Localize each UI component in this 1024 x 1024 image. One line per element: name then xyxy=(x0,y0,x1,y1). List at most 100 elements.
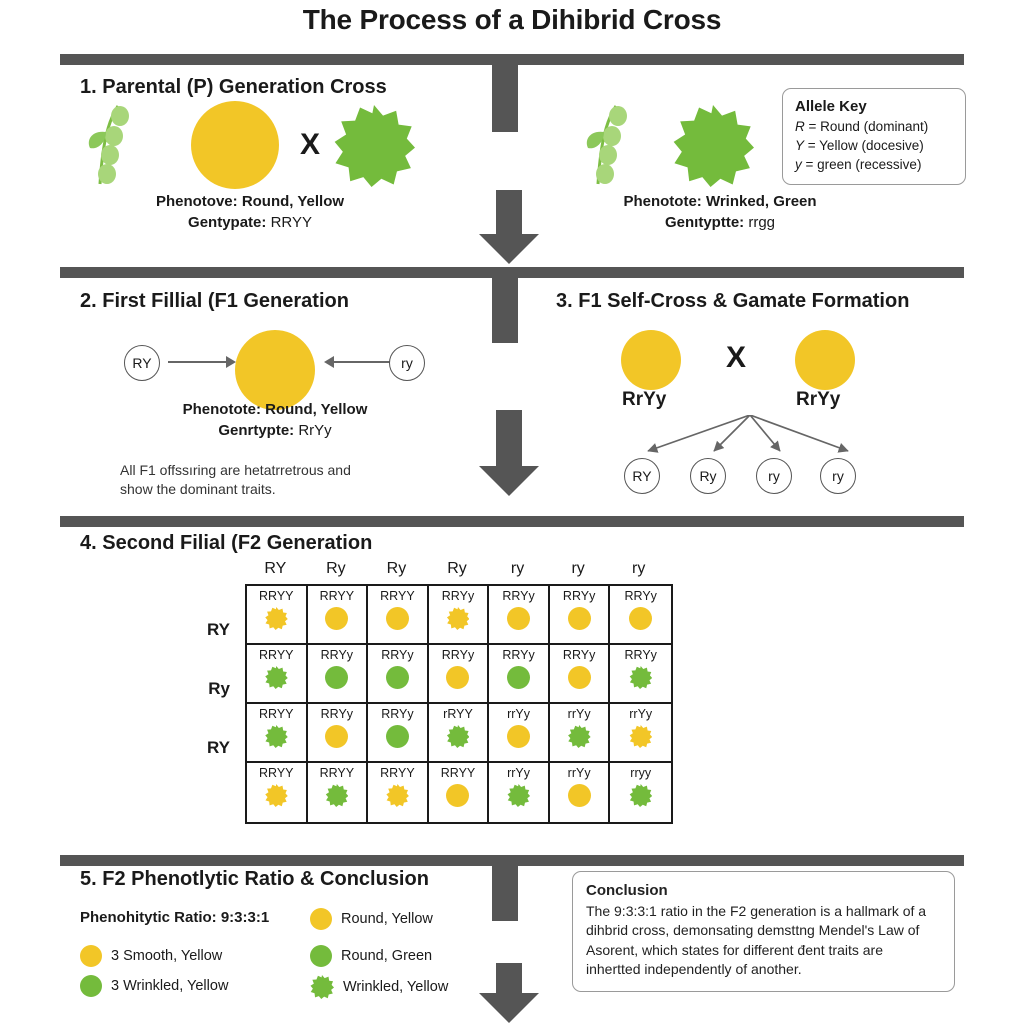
round-seed-icon xyxy=(507,607,531,630)
round-seed-icon xyxy=(446,784,470,807)
p-left-genotype-value: RRYY xyxy=(270,214,312,231)
round-seed-icon xyxy=(507,725,531,748)
punnett-cell: rrYy xyxy=(610,704,671,763)
f1-genotype-label: Genrtypte: xyxy=(218,422,295,439)
punnett-cell: rrYy xyxy=(489,763,550,822)
allele-text: = Round (dominant) xyxy=(808,119,929,134)
connector-stem-3 xyxy=(492,855,518,921)
punnett-cell: RRYy xyxy=(610,645,671,704)
round-green-swatch-icon xyxy=(310,945,332,967)
punnett-cell-genotype: RRYY xyxy=(259,766,294,780)
gamete-fan-arrows xyxy=(647,415,849,453)
p-right-genotype-value: rrgg xyxy=(748,214,776,231)
green-wrinkled-seed-icon-p1 xyxy=(334,105,415,187)
f1-parent-genotype-left: RrYy xyxy=(622,389,667,410)
f1-phenotype-value: Round, Yellow xyxy=(265,401,368,418)
allele-key-row: y = green (recessive) xyxy=(795,155,953,174)
punnett-cell: RRYY xyxy=(247,763,308,822)
punnett-cell: RRYY xyxy=(247,586,308,645)
punnett-cell: RRYy xyxy=(489,645,550,704)
allele-symbol: R xyxy=(795,119,805,134)
f1-caption: Phenotote: Round, Yellow Genrtypte: RrYy xyxy=(150,399,400,441)
punnett-column-header: RY xyxy=(264,560,287,577)
round-seed-icon xyxy=(325,666,349,689)
f1-parent-genotype-right: RrYy xyxy=(796,389,841,410)
f1-genotype-value: RrYy xyxy=(298,422,332,439)
p-left-phenotype-value: Round, Yellow xyxy=(241,193,345,210)
phenotypic-ratio-value: 9:3:3:1 xyxy=(220,909,270,926)
wrinkled-seed-icon xyxy=(507,784,531,807)
round-yellow-swatch-icon xyxy=(310,908,332,930)
p-right-phenotype-value: Wrinked, Green xyxy=(705,193,817,210)
punnett-cell-genotype: rryy xyxy=(630,766,652,780)
punnett-column-header: Ry xyxy=(386,560,407,577)
punnett-cell-genotype: RRYY xyxy=(319,766,355,780)
phenotypic-ratio-line: Phenohitytic Ratio: 9:3:3:1 xyxy=(80,909,269,926)
punnett-cell-genotype: RRYY xyxy=(259,707,294,721)
punnett-cell-genotype: rRYY xyxy=(443,707,473,721)
legend-label: 3 Smooth, Yellow xyxy=(111,948,223,964)
allele-text: = Yellow (docesive) xyxy=(807,138,924,153)
p-right-phenotype-label: Phenotote: xyxy=(623,193,702,210)
punnett-cell: rRYY xyxy=(428,704,490,763)
gamete-circle-ry-rec2: ry xyxy=(820,458,856,494)
punnett-cell: RRYY xyxy=(247,645,308,704)
punnett-cell-genotype: RRYy xyxy=(562,648,596,662)
legend-item-wrinkled-yellow-green: 3 Wrinkled, Yellow xyxy=(80,975,228,997)
punnett-cell-genotype: RRYy xyxy=(320,707,354,721)
round-seed-icon xyxy=(385,725,409,748)
pea-plant-sprig-icon-right xyxy=(586,105,627,185)
cross-symbol-f1: X xyxy=(726,341,747,374)
punnett-cell-genotype: rrYy xyxy=(507,766,531,780)
punnett-column-header: ry xyxy=(571,560,585,577)
punnett-cell: RRYy xyxy=(368,645,429,704)
punnett-cell-genotype: RRYy xyxy=(562,589,596,603)
arrowhead-f1-left xyxy=(226,356,236,368)
page-title: The Process of a Dihibrid Cross xyxy=(302,4,722,35)
allele-key-box: Allele Key R = Round (dominant) Y = Yell… xyxy=(782,88,966,185)
punnett-cell-genotype: RRYy xyxy=(320,648,354,662)
cross-symbol-p: X xyxy=(300,128,321,161)
legend-item-wrinkled-yellow: Wrinkled, Yellow xyxy=(310,975,448,999)
punnett-cell: RRYY xyxy=(308,763,369,822)
p-left-caption: Phenotove: Round, Yellow Gentypate: RRYY xyxy=(125,191,375,233)
wrinkled-seed-icon xyxy=(568,725,591,748)
pea-plant-sprig-icon-left xyxy=(88,105,129,185)
punnett-column-header: ry xyxy=(632,560,646,577)
conclusion-box: Conclusion The 9:3:3:1 ratio in the F2 g… xyxy=(572,871,955,992)
punnett-row-header: Ry xyxy=(208,678,230,698)
punnett-cell: RRYy xyxy=(428,586,490,645)
punnett-cell: rryy xyxy=(610,763,671,822)
punnett-cell: rrYy xyxy=(550,763,611,822)
wrinkled-seed-icon xyxy=(386,784,409,807)
punnett-cell: RRYy xyxy=(549,645,611,704)
p-right-caption: Phenotote: Wrinked, Green Genıtyptte: rr… xyxy=(595,191,845,233)
arrowhead-f1-right xyxy=(324,356,334,368)
punnett-cell-genotype: rrYy xyxy=(567,766,591,780)
f1-note-line-1: All F1 offssıring are hetatrretrous and xyxy=(120,462,351,478)
wrinkled-seed-icon xyxy=(265,607,288,630)
punnett-cell: RRYY xyxy=(307,586,369,645)
connector-stem-2 xyxy=(492,267,518,343)
allele-symbol: Y xyxy=(795,138,805,153)
round-seed-icon xyxy=(507,666,531,689)
punnett-cell-genotype: RRYy xyxy=(381,707,414,721)
punnett-cell-genotype: RRYy xyxy=(624,589,657,603)
allele-key-row: Y = Yellow (docesive) xyxy=(795,136,953,155)
punnett-cell-genotype: RRYy xyxy=(502,589,535,603)
punnett-column-header: Ry xyxy=(447,560,467,577)
connector-stem-1 xyxy=(492,54,518,132)
punnett-cell: RRYy xyxy=(428,645,490,704)
f1-parent-seed-icon-right xyxy=(795,330,855,390)
arrow-line-f1-left xyxy=(168,361,230,363)
f1-parent-seed-icon-left xyxy=(621,330,681,390)
punnett-cell: RRYy xyxy=(307,645,369,704)
punnett-cell-genotype: RRYy xyxy=(624,648,657,662)
allele-key-row: R = Round (dominant) xyxy=(795,117,953,136)
conclusion-text: The 9:3:3:1 ratio in the F2 generation i… xyxy=(586,902,927,978)
legend-label: Round, Green xyxy=(341,948,433,964)
legend-label: Round, Yellow xyxy=(341,911,433,927)
phenotypic-ratio-label: Phenohitytic Ratio: xyxy=(80,909,217,926)
wrinkled-seed-icon xyxy=(446,607,470,630)
